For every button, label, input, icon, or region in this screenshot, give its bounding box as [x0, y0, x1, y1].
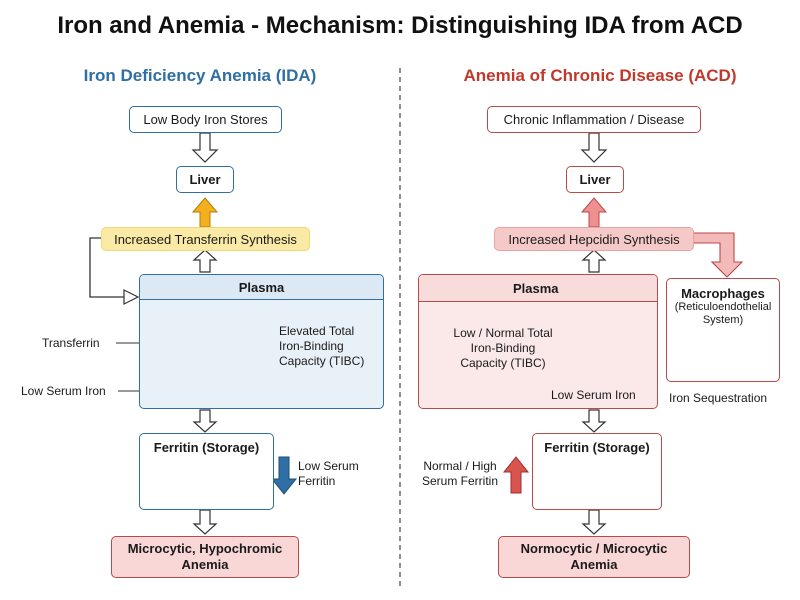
- low-body-iron-stores-box: Low Body Iron Stores: [129, 106, 282, 133]
- normal-high-ferritin-label: Normal / High Serum Ferritin: [421, 459, 498, 488]
- ida-plasma-box: Plasma: [139, 274, 384, 409]
- ida-ferritin-box: Ferritin (Storage): [139, 433, 274, 510]
- acd-plasma-box: Plasma: [418, 274, 658, 409]
- ida-heading: Iron Deficiency Anemia (IDA): [83, 66, 317, 85]
- arrow-plasma-up: [192, 249, 218, 273]
- arrow-acd-ferritin-result: [581, 509, 607, 535]
- arrow-acd-plasma-ferritin: [581, 409, 607, 433]
- chronic-inflammation-box: Chronic Inflammation / Disease: [487, 106, 701, 133]
- arrow-hepcidin-macrophages: [689, 232, 744, 278]
- acd-ferritin-title: Ferritin (Storage): [544, 440, 650, 455]
- ida-liver-box: Liver: [176, 166, 234, 193]
- acd-result-box: Normocytic / Microcytic Anemia: [498, 536, 690, 578]
- ida-feedback-loop: [89, 237, 127, 298]
- arrow-stores-liver: [191, 132, 219, 163]
- tibc-elevated-label: Elevated Total Iron-Binding Capacity (TI…: [279, 324, 365, 368]
- ferritin-down-arrow: [270, 456, 298, 495]
- arrow-cause-liver: [580, 132, 608, 163]
- transferrin-synthesis-box: Increased Transferrin Synthesis: [101, 227, 310, 251]
- acd-ferritin-box: Ferritin (Storage): [532, 433, 662, 510]
- page-title: Iron and Anemia - Mechanism: Distinguish…: [57, 12, 743, 39]
- ida-result-box: Microcytic, Hypochromic Anemia: [111, 536, 299, 578]
- arrow-plasma-ferritin: [192, 409, 218, 433]
- arrow-hepcidin-liver: [580, 197, 608, 228]
- acd-low-serum-iron-label: Low Serum Iron: [551, 388, 636, 402]
- low-serum-ferritin-label: Low Serum Ferritin: [298, 459, 359, 488]
- macrophages-title: Macrophages: [681, 286, 765, 301]
- acd-liver-box: Liver: [566, 166, 624, 193]
- ida-flow-arrows: [191, 132, 219, 535]
- ida-ferritin-title: Ferritin (Storage): [153, 440, 260, 455]
- arrow-ferritin-result: [192, 509, 218, 535]
- ida-low-serum-iron-label: Low Serum Iron: [21, 384, 106, 398]
- acd-heading: Anemia of Chronic Disease (ACD): [463, 66, 737, 85]
- tibc-low-label: Low / Normal Total Iron-Binding Capacity…: [453, 326, 553, 370]
- ida-plasma-header: Plasma: [140, 275, 383, 300]
- transferrin-label: Transferrin: [42, 336, 100, 350]
- hepcidin-synthesis-box: Increased Hepcidin Synthesis: [494, 227, 694, 251]
- arrow-acd-plasma-up: [581, 249, 607, 273]
- arrow-synthesis-liver: [191, 197, 219, 228]
- acd-plasma-header: Plasma: [419, 275, 657, 302]
- iron-sequestration-label: Iron Sequestration: [669, 391, 768, 405]
- ferritin-up-arrow: [502, 456, 530, 494]
- macrophages-box: Macrophages (Reticuloendothelial System): [666, 278, 780, 382]
- acd-flow-arrows: [580, 132, 608, 535]
- macrophages-subtitle: (Reticuloendothelial System): [674, 301, 772, 326]
